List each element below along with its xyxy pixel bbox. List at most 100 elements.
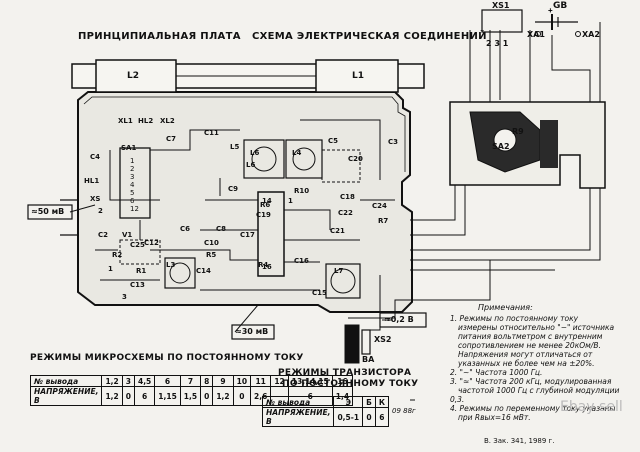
- note-line: 1. Режимы по постоянному току: [450, 314, 579, 323]
- component-label: R1: [136, 267, 147, 275]
- board-notch: [60, 199, 79, 236]
- component-label: L4: [292, 149, 302, 157]
- component-label: 1: [288, 197, 293, 205]
- table-cell: 8: [200, 375, 214, 387]
- component-label: HL1: [84, 177, 100, 185]
- component-label: R5: [206, 251, 217, 259]
- component-label: C12: [144, 239, 159, 247]
- ic-chip: [257, 191, 285, 277]
- component-label: C22: [338, 209, 353, 217]
- sa1-pin-label: 6: [130, 197, 135, 205]
- tag-box-30mv: [231, 324, 275, 340]
- table-row-label: НАПРЯЖЕНИЕ, В: [261, 407, 335, 427]
- table-cell: 6: [374, 407, 389, 427]
- table-cell: 7: [179, 375, 202, 387]
- note-line: указанных не более чем на ±20%.: [458, 359, 595, 368]
- speaker-ba: [344, 324, 360, 364]
- table-row-label: НАПРЯЖЕНИЕ, В: [29, 386, 103, 406]
- table-cell: 16: [331, 375, 354, 387]
- tag-box-50mv: [27, 204, 73, 220]
- component-label: XS: [90, 195, 101, 203]
- table-cell: 0,5-1: [333, 407, 364, 427]
- component-label: C15: [312, 289, 327, 297]
- table-cell: 0: [200, 386, 214, 406]
- label-l2: L2: [127, 71, 139, 81]
- table-cell: 6: [133, 386, 156, 406]
- note-line: питания вольтметром с внутренним: [458, 332, 603, 341]
- table-cell: 9: [212, 375, 234, 387]
- component-label: L7: [334, 267, 344, 275]
- coil-l6: [243, 139, 285, 179]
- label-xa2: XA2: [582, 30, 600, 39]
- component-label: 1: [108, 265, 113, 273]
- voltage-tag-30mv: ≈30 мВ: [235, 327, 269, 336]
- component-label: R2: [112, 251, 123, 259]
- label-xa1: XA1: [527, 30, 545, 39]
- component-label: C25: [130, 241, 145, 249]
- watermark: Ebay sell: [560, 399, 623, 415]
- table-cell: 1,2: [101, 386, 123, 406]
- svg-text:+: +: [548, 6, 553, 15]
- component-label: C10: [204, 239, 219, 247]
- component-label: R7: [378, 217, 389, 225]
- note-line: 3. "≈" Частота 200 кГц, модулированная: [450, 377, 612, 386]
- transistor-modes-title-1: РЕЖИМЫ ТРАНЗИСТОРА: [278, 368, 412, 378]
- sa1-block: [119, 147, 151, 219]
- component-label: 2: [98, 207, 103, 215]
- pcb-inner-edge: [83, 96, 406, 172]
- table-cell: 1,5: [179, 386, 202, 406]
- component-label: C11: [204, 129, 219, 137]
- component-label: L5: [230, 143, 240, 151]
- label-sa2: SA2: [492, 142, 510, 151]
- pcb-outline: [77, 91, 413, 313]
- table-cell: К: [374, 396, 389, 408]
- note-line: сопротивлением не менее 20кОм/В.: [458, 341, 601, 350]
- component-label: C14: [196, 267, 211, 275]
- component-label: C21: [330, 227, 345, 235]
- transistor-modes-title-2: ПО ПОСТОЯННОМУ ТОКУ: [282, 379, 419, 389]
- tag-box-02v: [379, 312, 427, 328]
- voltage-tag-02v: ≈0,2 В: [384, 315, 414, 324]
- component-label: C24: [372, 202, 387, 210]
- label-xs1: XS1: [492, 1, 510, 10]
- component-label: C4: [90, 153, 101, 161]
- component-label: C3: [388, 138, 399, 146]
- component-label: C8: [216, 225, 227, 233]
- component-label: C20: [348, 155, 363, 163]
- pcb-traces: [95, 119, 395, 291]
- component-label: C18: [340, 193, 355, 201]
- sa1-pin-label: 1: [130, 157, 135, 165]
- label-pins: 2 3 1: [486, 39, 509, 48]
- table-cell: 6: [154, 375, 181, 387]
- component-label: L6: [246, 161, 256, 169]
- table-cell: Б: [362, 396, 376, 408]
- component-label: C7: [166, 135, 177, 143]
- component-label: R6: [260, 201, 271, 209]
- component-label: HL2: [138, 117, 154, 125]
- notes-title: Примечания:: [478, 303, 533, 312]
- connector-box: [481, 9, 523, 33]
- sa1-pin-label: 5: [130, 189, 135, 197]
- component-label: C6: [180, 225, 191, 233]
- table-cell: 1,15: [154, 386, 181, 406]
- sa1-pin-label: 4: [130, 181, 135, 189]
- tag-pointer-50mv: [69, 204, 96, 213]
- component-label: 14: [262, 197, 272, 205]
- label-l1: L1: [352, 71, 364, 81]
- sa1-pin-label: 2: [130, 165, 135, 173]
- footer-code: 09 88г: [392, 407, 416, 415]
- note-line: 4. Режимы по переменному току указаны: [450, 404, 616, 413]
- component-label: C16: [294, 257, 309, 265]
- component-label: C19: [256, 211, 271, 219]
- component-label: C9: [228, 185, 239, 193]
- tag-pointer-30mv: [234, 304, 259, 333]
- label-gb: GB: [553, 1, 568, 11]
- header-right-title: СХЕМА ЭЛЕКТРИЧЕСКАЯ СОЕДИНЕНИЙ: [252, 31, 487, 42]
- note-line: Напряжения могут отличаться от: [458, 350, 593, 359]
- table-cell: 0: [121, 386, 135, 406]
